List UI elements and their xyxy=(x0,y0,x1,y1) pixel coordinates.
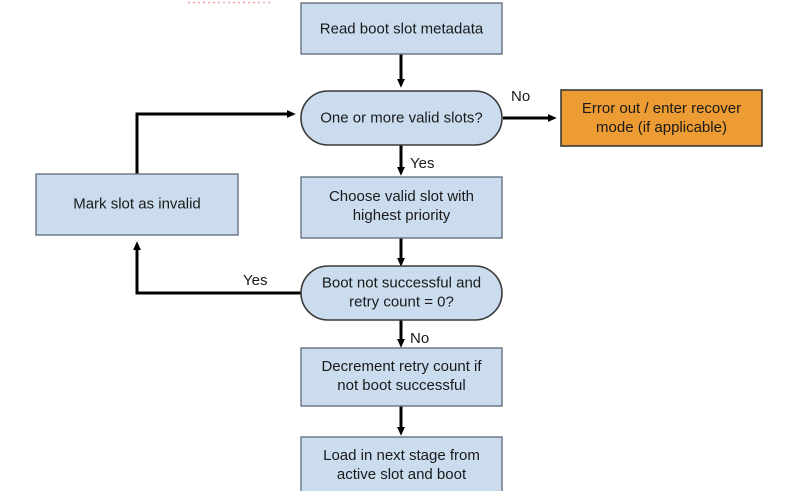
edge-label-yes-to-choose: Yes xyxy=(410,155,434,172)
edge-boot-check-yes-to-mark-invalid xyxy=(133,241,301,295)
node-mark-slot-as-invalid[interactable]: Mark slot as invalid xyxy=(35,173,239,236)
edge-label-no-to-decrement: No xyxy=(410,330,429,347)
node-load-next-stage[interactable]: Load in next stage from active slot and … xyxy=(300,436,503,491)
node-one-or-more-valid-slots[interactable]: One or more valid slots? xyxy=(300,90,503,146)
node-boot-not-successful-check[interactable]: Boot not successful and retry count = 0? xyxy=(300,265,503,321)
node-mark-slot-as-invalid-line-1: Mark slot as invalid xyxy=(73,195,201,212)
node-choose-valid-slot-line-1: Choose valid slot with xyxy=(329,188,474,205)
node-decrement-retry-count-line-1: Decrement retry count if xyxy=(321,358,482,375)
node-one-or-more-valid-slots-line-1: One or more valid slots? xyxy=(320,109,483,126)
node-decrement-retry-count[interactable]: Decrement retry count if not boot succes… xyxy=(300,347,503,407)
node-load-next-stage-line-2: active slot and boot xyxy=(337,466,467,483)
node-error-out-enter-recover-mode[interactable]: Error out / enter recover mode (if appli… xyxy=(560,89,763,147)
node-read-boot-slot-metadata-line-1: Read boot slot metadata xyxy=(320,20,484,37)
node-choose-valid-slot[interactable]: Choose valid slot with highest priority xyxy=(300,176,503,239)
node-boot-not-successful-check-line-1: Boot not successful and xyxy=(322,274,481,291)
node-decrement-retry-count-line-2: not boot successful xyxy=(337,377,465,394)
node-boot-not-successful-check-line-2: retry count = 0? xyxy=(349,293,454,310)
edge-mark-invalid-to-valid-slots xyxy=(135,110,296,174)
edge-label-yes-to-mark-invalid: Yes xyxy=(243,272,267,289)
node-error-out-line-1: Error out / enter recover xyxy=(582,100,741,117)
node-error-out-line-2: mode (if applicable) xyxy=(596,119,727,136)
node-choose-valid-slot-line-2: highest priority xyxy=(353,207,451,224)
edge-label-no-to-error: No xyxy=(511,88,530,105)
node-read-boot-slot-metadata[interactable]: Read boot slot metadata xyxy=(300,2,503,55)
node-load-next-stage-line-1: Load in next stage from xyxy=(323,447,480,464)
